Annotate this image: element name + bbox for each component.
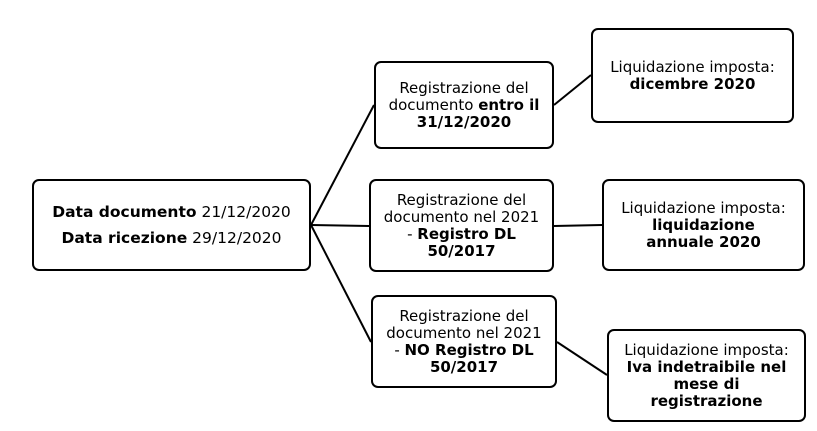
receipt-date-value: 29/12/2020 <box>187 229 282 247</box>
liquidation-value-line1: dicembre 2020 <box>629 74 756 93</box>
liquidation-label: Liquidazione imposta: <box>621 198 786 217</box>
registration-text-line2: documento nel 2021 <box>383 207 540 226</box>
connector-root-branch3 <box>310 224 372 343</box>
liquidation-box-iva-indetraibile: Liquidazione imposta: Iva indetraibile n… <box>607 329 806 422</box>
liquidation-value-line2: mese di <box>673 374 740 393</box>
registration-box-2021-no-registro-dl: Registrazione del documento nel 2021 - N… <box>371 295 557 388</box>
registro-dl-number: 50/2017 <box>429 357 499 376</box>
connector-branch3-result3 <box>556 341 608 376</box>
registration-text-line4: 50/2017 <box>427 241 496 260</box>
registration-text-line3: 31/12/2020 <box>416 112 512 131</box>
registration-dash: - <box>394 340 405 359</box>
registration-box-within-2020: Registrazione del documento entro il 31/… <box>374 61 554 149</box>
connector-branch1-result1 <box>553 74 592 106</box>
liquidation-label: Liquidazione imposta: <box>624 340 789 359</box>
liquidation-value-line2: annuale 2020 <box>646 232 761 251</box>
registration-text-line2: documento entro il <box>388 95 540 114</box>
registration-text-line1: Registrazione del <box>399 78 529 97</box>
connector-root-branch1 <box>310 104 375 226</box>
liquidation-box-december-2020: Liquidazione imposta: dicembre 2020 <box>591 28 794 123</box>
root-document-dates-box: Data documento 21/12/2020 Data ricezione… <box>32 179 311 271</box>
registro-dl-label: Registro DL <box>417 224 516 243</box>
registration-text-bold: entro il <box>478 95 540 114</box>
connector-root-branch2 <box>310 224 370 227</box>
registration-dash: - <box>407 224 418 243</box>
registration-deadline-date: 31/12/2020 <box>416 112 512 131</box>
document-date-label: Data documento <box>52 203 197 221</box>
registration-text-line2: documento nel 2021 <box>386 323 542 342</box>
registration-box-2021-registro-dl: Registrazione del documento nel 2021 - R… <box>369 179 554 272</box>
liquidation-value-line3: registrazione <box>650 391 763 410</box>
document-date-value: 21/12/2020 <box>196 203 291 221</box>
liquidation-label: Liquidazione imposta: <box>610 57 775 76</box>
receipt-date-label: Data ricezione <box>61 229 188 247</box>
registration-text-line4: 50/2017 <box>429 357 499 376</box>
receipt-date-line: Data ricezione 29/12/2020 <box>61 225 281 251</box>
registration-text-line3: - Registro DL <box>407 224 516 243</box>
registration-text-line3: - NO Registro DL <box>394 340 534 359</box>
liquidation-box-annual-2020: Liquidazione imposta: liquidazione annua… <box>602 179 805 271</box>
no-registro-dl-label: NO Registro DL <box>404 340 534 359</box>
document-date-line: Data documento 21/12/2020 <box>52 199 291 225</box>
connector-branch2-result2 <box>553 224 603 227</box>
registration-text-line1: Registrazione del <box>396 190 527 209</box>
liquidation-value-line1: Iva indetraibile nel <box>626 357 787 376</box>
liquidation-value-line1: liquidazione <box>652 215 755 234</box>
registration-text-plain: documento <box>388 95 479 114</box>
registro-dl-number: 50/2017 <box>427 241 496 260</box>
registration-text-line1: Registrazione del <box>399 306 529 325</box>
